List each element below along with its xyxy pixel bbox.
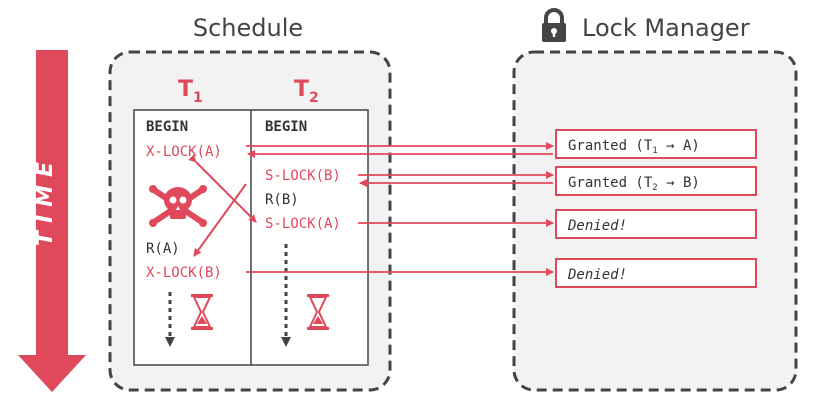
response-granted-t2: Granted (T2 → B) xyxy=(555,166,757,196)
svg-text:Granted (T1 → A): Granted (T1 → A) xyxy=(568,138,700,156)
svg-text:Denied!: Denied! xyxy=(567,267,627,283)
t2-hourglass-icon xyxy=(307,294,329,330)
t2-slock-a: S-LOCK(A) xyxy=(265,216,341,232)
t2-header: T2 xyxy=(294,77,319,106)
response-denied-t1: Denied! xyxy=(555,258,757,288)
t1-begin: BEGIN xyxy=(146,119,188,135)
lock-icon xyxy=(542,8,566,42)
lock-manager-title: Lock Manager xyxy=(582,14,750,42)
schedule-title: Schedule xyxy=(193,14,303,42)
t1-read-a: R(A) xyxy=(146,241,180,257)
time-label: TIME xyxy=(33,154,58,246)
t1-header: T1 xyxy=(178,77,203,106)
t2-slock-b: S-LOCK(B) xyxy=(265,168,341,184)
svg-text:Denied!: Denied! xyxy=(567,218,627,234)
t2-begin: BEGIN xyxy=(265,119,307,135)
t1-xlock-a: X-LOCK(A) xyxy=(146,144,222,160)
t1-waits-for-t2-arrow xyxy=(188,154,257,223)
response-granted-t1: Granted (T1 → A) xyxy=(555,129,757,159)
response-denied-t2: Denied! xyxy=(555,209,757,239)
t1-hourglass-icon xyxy=(191,294,213,330)
t2-read-b: R(B) xyxy=(265,192,299,208)
time-arrow: TIME xyxy=(18,50,86,392)
svg-text:Granted (T2 → B): Granted (T2 → B) xyxy=(568,175,700,193)
t2-waits-for-t1-arrow xyxy=(193,183,247,257)
t1-xlock-b: X-LOCK(B) xyxy=(146,265,222,281)
